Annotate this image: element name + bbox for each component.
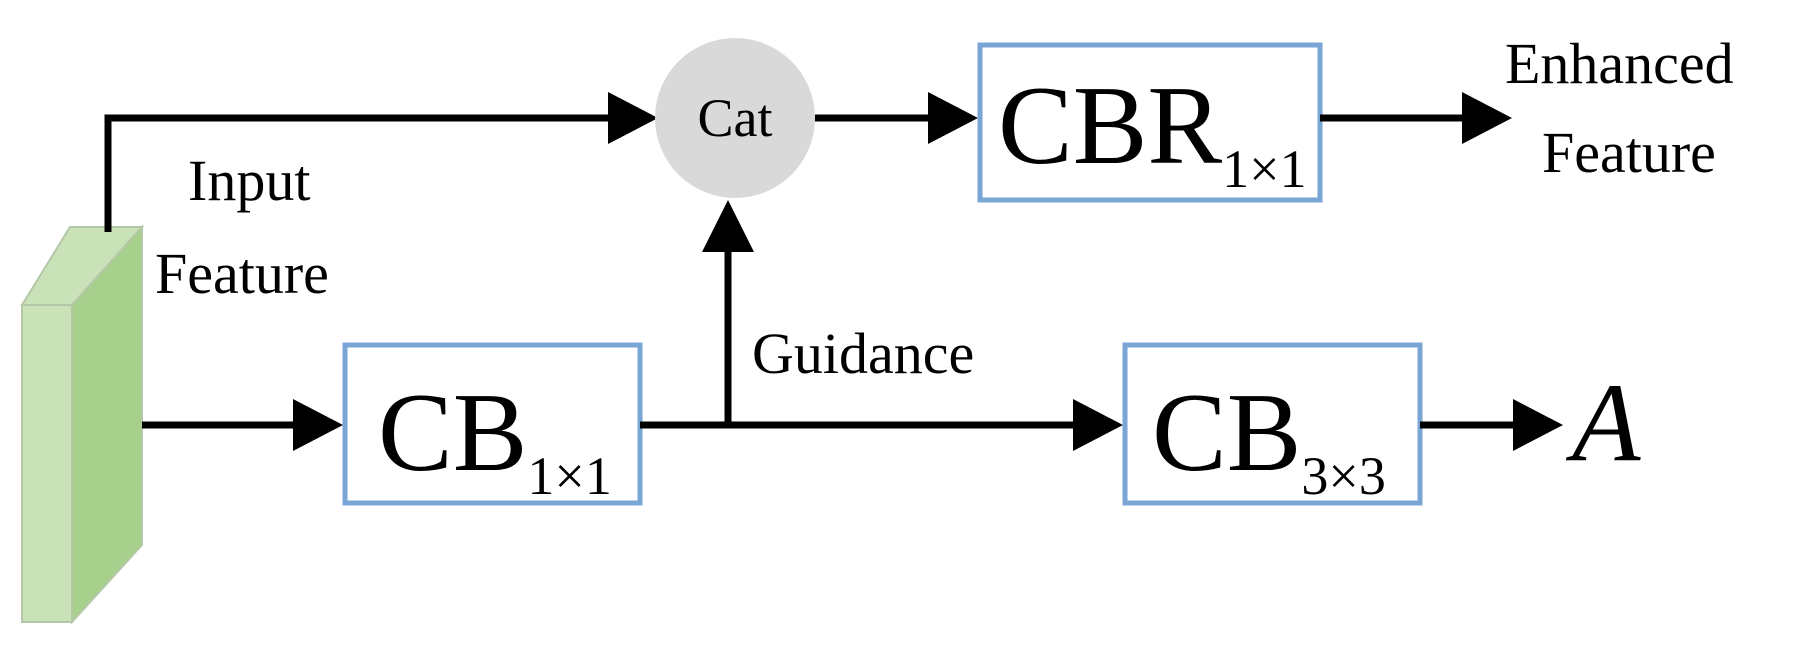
output-label-line-2: Feature [1542, 120, 1716, 185]
input-feature-label: Input Feature [155, 148, 329, 306]
guidance-label: Guidance [752, 321, 974, 386]
cb3-main-text: CB [1152, 371, 1301, 495]
cb1-subscript: 1×1 [527, 446, 611, 506]
cb1-to-cb3-arrowhead [1073, 399, 1123, 451]
feature-map-left-face [21, 304, 73, 623]
cbr-to-output-arrowhead [1462, 92, 1512, 144]
cbr-subscript: 1×1 [1222, 139, 1306, 199]
input-label-line-2: Feature [155, 241, 329, 306]
input-to-cat-arrowhead [608, 92, 658, 144]
cb1-main-text: CB [378, 371, 527, 495]
input-feature-map [20, 224, 145, 625]
feature-map-front [71, 224, 143, 625]
cb3-to-a-arrowhead [1513, 399, 1563, 451]
input-to-cat-line [104, 114, 610, 232]
output-label-line-1: Enhanced [1505, 31, 1734, 96]
cbr-1x1-label: CBR1×1 [998, 64, 1307, 199]
enhanced-feature-label: Enhanced Feature [1505, 31, 1748, 185]
cbr-main-text: CBR [998, 64, 1222, 188]
a-output-label: A [1565, 361, 1641, 485]
cat-node [655, 38, 815, 198]
input-to-cb1-arrowhead [293, 399, 343, 451]
cb-3x3-block [1122, 342, 1423, 506]
cb3-subscript: 3×3 [1301, 446, 1385, 506]
cbr-1x1-block [977, 42, 1323, 203]
cb-3x3-label: CB3×3 [1152, 371, 1386, 506]
cat-label: Cat [698, 88, 773, 148]
guidance-arrowhead [702, 200, 754, 252]
cat-to-cbr-arrowhead [928, 92, 978, 144]
cb-1x1-label: CB1×1 [378, 371, 612, 506]
input-label-line-1: Input [188, 148, 310, 213]
